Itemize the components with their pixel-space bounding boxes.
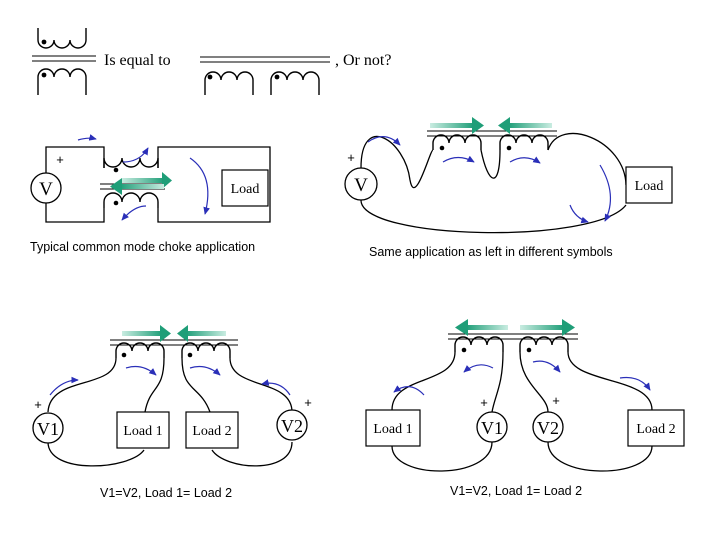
diagram-dual-source-aiding: V1 V2 + + Load 1 Load 2 V1=V2, Load 1= L… (365, 319, 685, 498)
flux-arrowhead (562, 319, 575, 336)
caption-d2: Same application as left in different sy… (369, 245, 613, 259)
phase-dot (121, 352, 127, 358)
current-arrow (599, 164, 612, 222)
voltage-source-1 (476, 411, 508, 443)
load-label: Load 1 (373, 422, 412, 437)
current-arrow (122, 147, 149, 163)
voltage-source (30, 172, 62, 204)
flux-arrow-right (430, 123, 474, 128)
flux-arrow-right (122, 331, 162, 336)
current-arrow (77, 134, 97, 141)
current-arrow (442, 155, 475, 163)
diagram-common-mode-choke: V + Load Typical common mode choke appli… (30, 134, 271, 254)
load-label: Load (231, 182, 260, 197)
load-box-2 (627, 409, 685, 447)
caption-d4: V1=V2, Load 1= Load 2 (450, 484, 582, 498)
equal-text: Is equal to (104, 52, 171, 69)
phase-dot (41, 72, 47, 78)
load-label: Load 2 (636, 422, 675, 437)
source-label: V (354, 175, 368, 196)
voltage-source (344, 167, 378, 201)
caption-d3: V1=V2, Load 1= Load 2 (100, 486, 232, 500)
phase-dot (506, 145, 512, 151)
source-label: V2 (281, 416, 303, 436)
phase-dot (41, 39, 47, 45)
current-arrow (393, 385, 425, 396)
phase-dot (461, 347, 467, 353)
current-arrow (121, 205, 147, 221)
flux-arrowhead (160, 325, 171, 342)
phase-dot (113, 200, 119, 206)
flux-arrowhead (177, 325, 188, 342)
inline-choke-symbol (200, 56, 330, 95)
flux-arrow-right (520, 325, 564, 330)
phase-dot (187, 352, 193, 358)
load-label: Load (635, 179, 664, 194)
current-arrow (261, 379, 291, 396)
flux-arrow-left (508, 123, 552, 128)
flux-arrowhead (110, 178, 122, 195)
plus-sign: + (480, 395, 488, 410)
current-arrow (619, 376, 651, 391)
flux-arrow-right (122, 178, 164, 183)
current-arrow (49, 376, 79, 396)
current-arrow (189, 365, 221, 376)
load-box (221, 169, 269, 207)
phase-dot (207, 74, 213, 80)
plus-sign: + (56, 152, 64, 167)
flux-arrowhead (498, 117, 510, 134)
load-box-1 (116, 411, 170, 449)
load-label: Load 1 (123, 424, 162, 439)
stacked-choke-symbol (32, 28, 96, 95)
voltage-source-2 (276, 409, 308, 441)
current-arrow (367, 136, 401, 146)
load-box (625, 166, 673, 204)
phase-dot (439, 145, 445, 151)
voltage-source-2 (532, 411, 564, 443)
plus-sign: + (34, 397, 42, 412)
voltage-source-1 (32, 412, 64, 444)
phase-dot (274, 74, 280, 80)
source-label: V (39, 179, 53, 200)
top-comparison: Is equal to , Or not? (32, 28, 391, 95)
phase-dot (526, 347, 532, 353)
flux-arrowhead (455, 319, 468, 336)
source-label: V1 (481, 418, 503, 438)
current-arrow (509, 156, 541, 164)
load-box-2 (185, 411, 239, 449)
current-arrow (125, 365, 157, 376)
flux-arrow-left (466, 325, 508, 330)
current-arrow (569, 204, 589, 224)
caption-d1: Typical common mode choke application (30, 240, 255, 254)
diagram-alternate-symbols: Load V + Same application as left in dif… (344, 117, 673, 259)
ornot-text: , Or not? (335, 52, 391, 69)
flux-arrowhead (162, 172, 172, 189)
plus-sign: + (304, 395, 312, 410)
flux-arrow-left (186, 331, 226, 336)
diagram-dual-source-opposing: V1 V2 + + Load 1 Load 2 V1=V2, Load 1= L… (32, 325, 312, 500)
flux-arrow-left (120, 184, 164, 189)
phase-dot (113, 167, 119, 173)
load-label: Load 2 (192, 424, 231, 439)
plus-sign: + (552, 393, 560, 408)
current-arrow (463, 364, 494, 373)
source-label: V1 (37, 419, 59, 439)
current-arrow (189, 157, 210, 215)
plus-sign: + (347, 150, 355, 165)
current-arrow (532, 360, 561, 373)
source-label: V2 (537, 418, 559, 438)
load-box-1 (365, 409, 421, 447)
flux-arrowhead (472, 117, 484, 134)
